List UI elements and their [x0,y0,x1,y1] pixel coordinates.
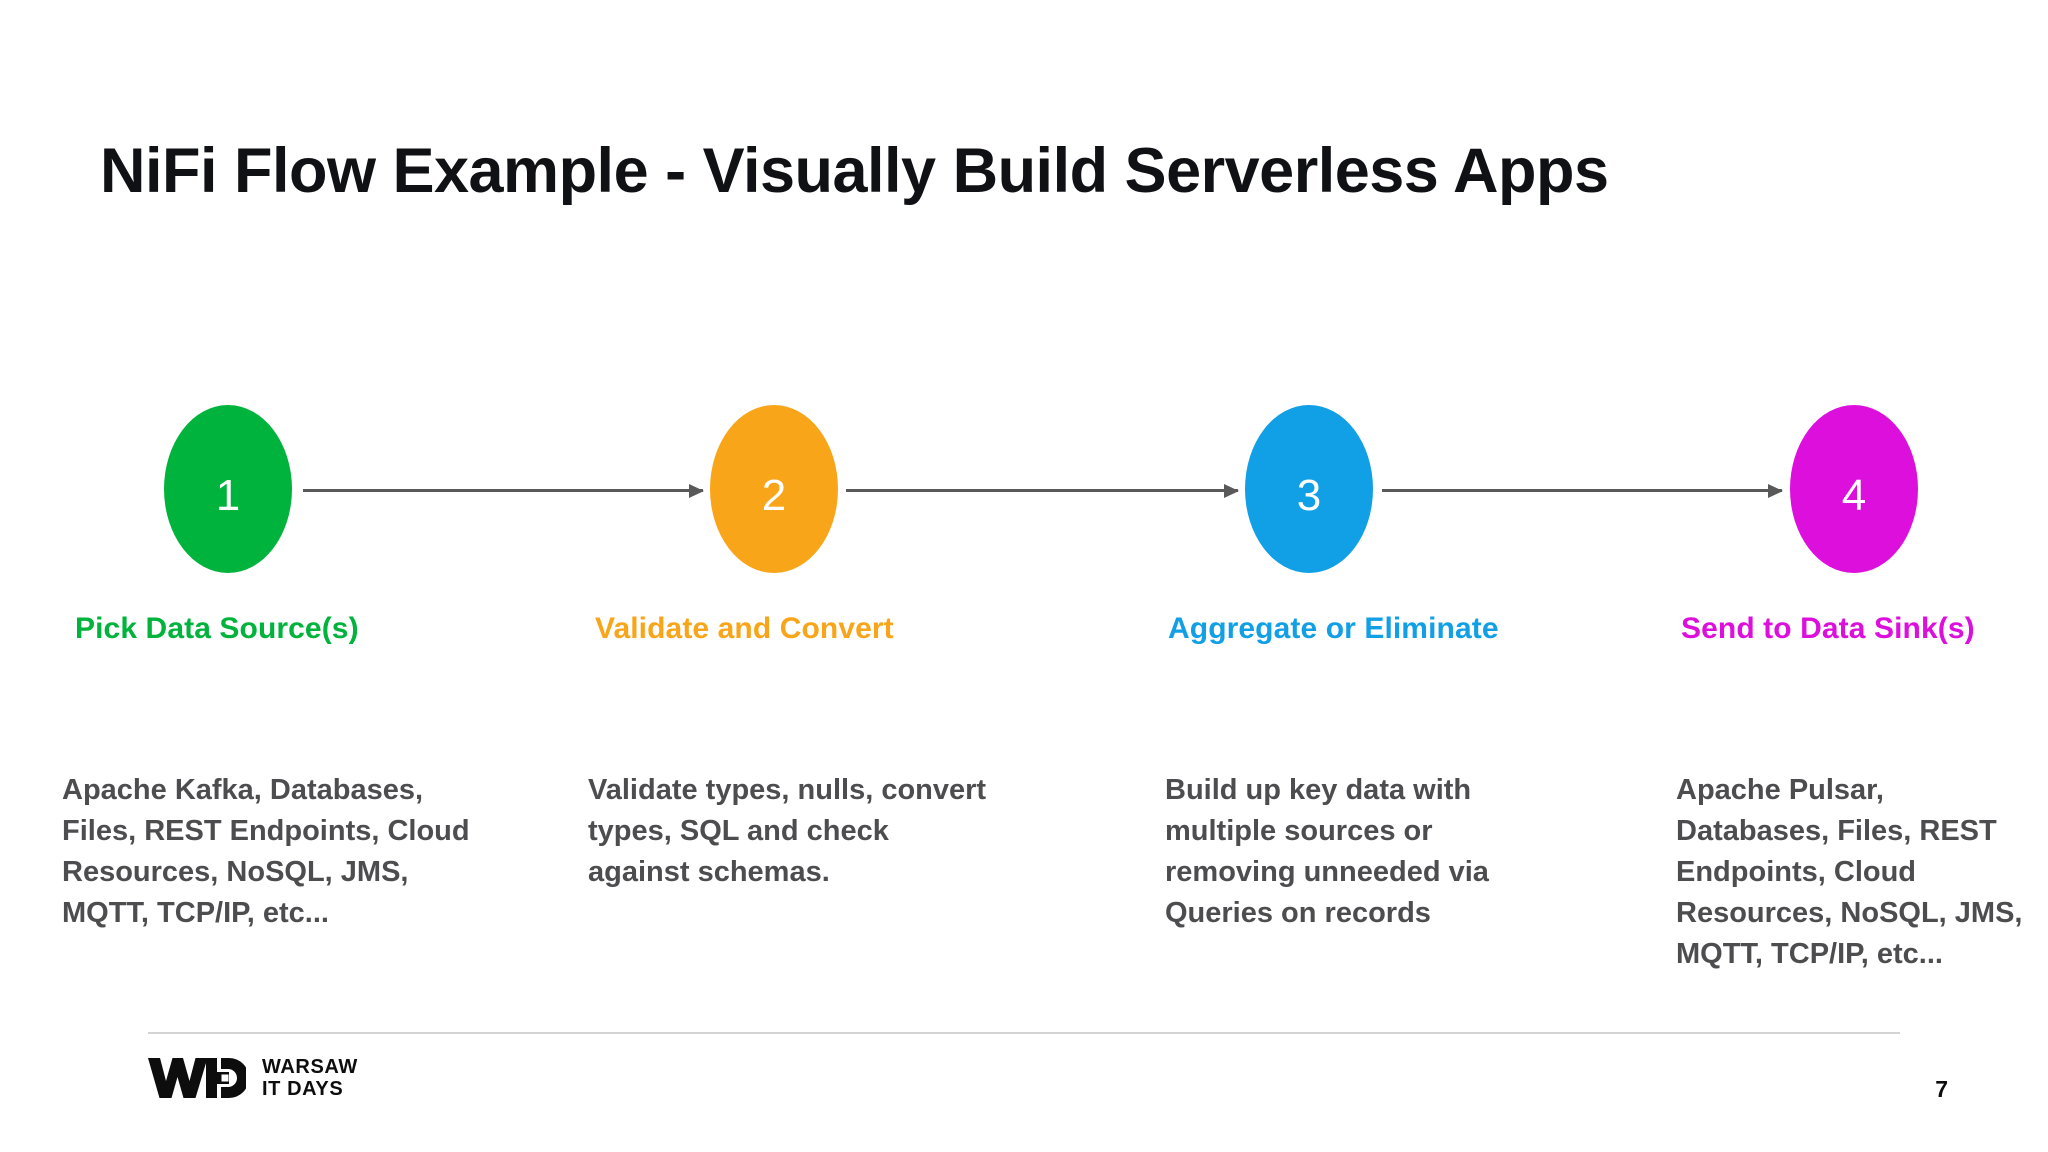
step-label-2: Validate and Convert [595,612,894,645]
arrow-shaft-icon [1382,489,1782,492]
step-body-2: Validate types, nulls, convert types, SQ… [588,774,987,888]
flow-node-4: 4 [1790,405,1918,573]
flow-node-number: 2 [761,471,787,520]
flow-node-number: 3 [1296,471,1322,520]
step-label-4: Send to Data Sink(s) [1681,612,1975,645]
flow-arrow-2-to-3 [846,484,1239,498]
step-body-1: Apache Kafka, Databases, Files, REST End… [62,774,470,929]
flow-node-number: 1 [215,471,241,520]
arrow-head-icon [1768,484,1783,498]
step-label-3: Aggregate or Eliminate [1168,612,1499,645]
arrow-shaft-icon [846,489,1238,492]
flow-node-3: 3 [1245,405,1373,573]
arrow-shaft-icon [303,489,703,492]
arrow-head-icon [689,484,704,498]
step-body-3: Build up key data with multiple sources … [1165,774,1489,929]
step-body-4: Apache Pulsar, Databases, Files, REST En… [1676,774,2023,970]
flow-diagram: 1 2 3 4 [0,405,2048,585]
page-number: 7 [1935,1076,1948,1102]
step-label-1: Pick Data Source(s) [75,612,359,645]
flow-node-2: 2 [710,405,838,573]
wid-monogram-icon [148,1058,246,1099]
flow-node-number: 4 [1841,471,1867,520]
warsaw-it-days-logo: WARSAW IT DAYS [148,1056,358,1101]
arrow-head-icon [1224,484,1239,498]
logo-line-2: IT DAYS [262,1078,344,1101]
logo-line-1: WARSAW [262,1056,358,1078]
footer-divider [148,1032,1900,1034]
flow-arrow-1-to-2 [303,484,704,498]
flow-arrow-3-to-4 [1382,484,1783,498]
page-title: NiFi Flow Example - Visually Build Serve… [100,136,1609,207]
logo-wordmark: WARSAW IT DAYS [262,1056,358,1101]
flow-node-1: 1 [164,405,292,573]
